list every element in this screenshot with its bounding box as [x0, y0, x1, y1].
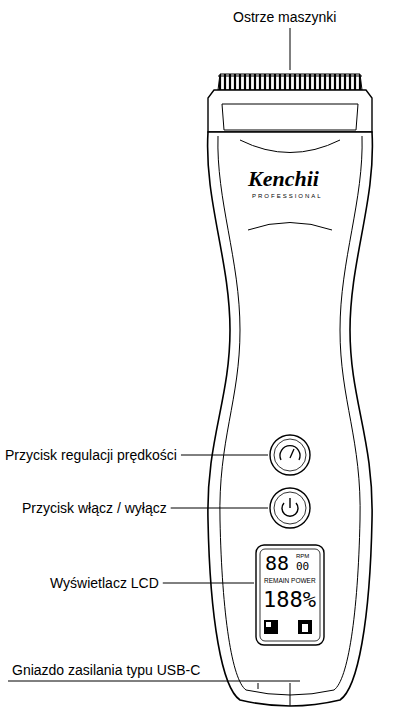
part-label: Przycisk włącz / wyłącz — [22, 501, 167, 515]
power-button — [270, 488, 310, 528]
blade-head — [208, 90, 372, 132]
lcd-text: REMAIN POWER — [264, 578, 316, 585]
part-label: Przycisk regulacji prędkości — [5, 448, 177, 462]
leader-line — [290, 28, 291, 70]
speed-button — [270, 435, 310, 475]
leader-line — [290, 683, 291, 706]
brand-subtitle: PROFESSIONAL — [252, 193, 323, 199]
lcd-unit: RPM — [296, 553, 309, 559]
lcd-digits: 188% — [263, 589, 316, 611]
lcd-icon — [264, 620, 278, 634]
lcd-icon — [298, 620, 312, 634]
clipper-body — [208, 132, 373, 706]
lcd-digits: 00 — [296, 561, 309, 572]
lcd-digits: 88 — [265, 553, 289, 573]
part-label: Ostrze maszynki — [233, 10, 336, 24]
lcd-display — [256, 545, 324, 645]
blade-teeth — [218, 74, 362, 90]
leader-line — [171, 508, 268, 509]
leader-line — [163, 583, 254, 584]
brand-logo: Kenchii — [248, 168, 319, 190]
part-label: Wyświetlacz LCD — [50, 576, 159, 590]
part-label: Gniazdo zasilania typu USB-C — [12, 663, 200, 677]
leader-line — [8, 681, 300, 682]
leader-line — [181, 455, 268, 456]
